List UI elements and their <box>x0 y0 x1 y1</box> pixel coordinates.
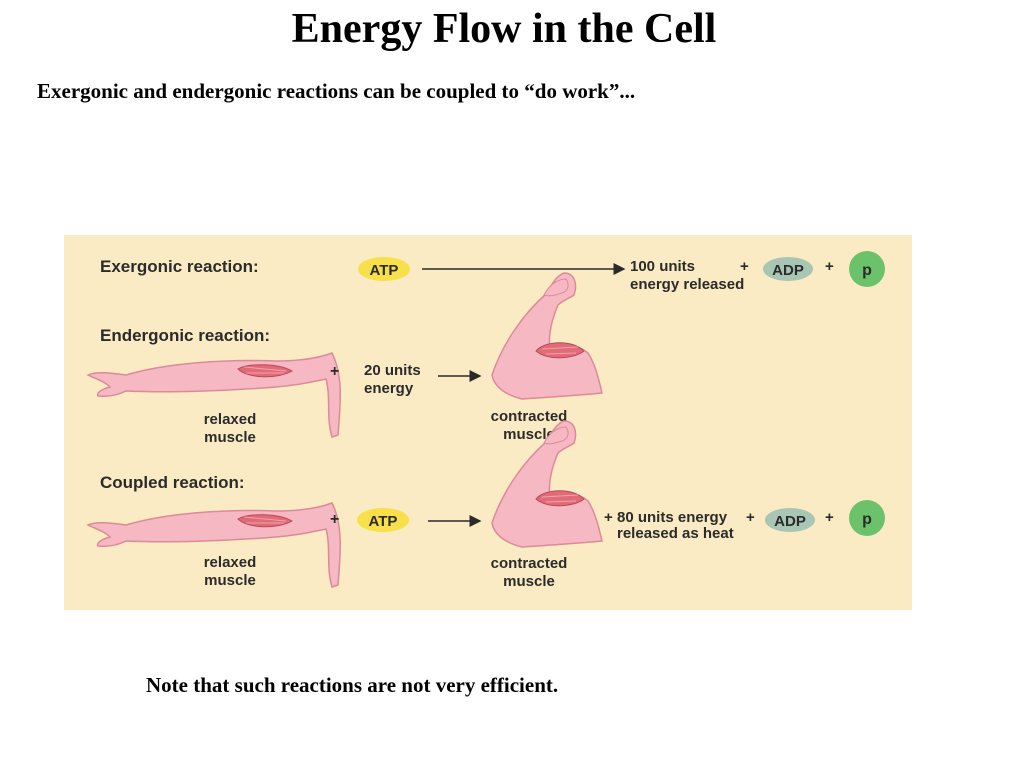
exergonic-phosphate-circle: p <box>849 251 885 287</box>
slide-subtitle: Exergonic and endergonic reactions can b… <box>37 79 636 103</box>
heat-released-line2: released as heat <box>617 525 734 542</box>
plus-sign: + <box>825 258 834 275</box>
contracted-muscle-line2: muscle <box>503 573 555 590</box>
plus-sign: + <box>746 509 755 526</box>
phosphate-label: p <box>862 262 872 279</box>
relaxed-muscle-line2: muscle <box>204 572 256 589</box>
twenty-units-line1: 20 units <box>364 362 421 379</box>
reaction-diagram-panel: Exergonic reaction: ATP 100 units energy… <box>64 235 912 610</box>
contracted-muscle-line1: contracted <box>491 555 568 572</box>
exergonic-adp-pill: ADP <box>763 257 813 281</box>
endergonic-heading: Endergonic reaction: <box>100 326 270 345</box>
relaxed-muscle-line1: relaxed <box>204 411 257 428</box>
coupled-adp-pill: ADP <box>765 508 815 532</box>
reaction-diagram: Exergonic reaction: ATP 100 units energy… <box>87 251 885 590</box>
phosphate-label: p <box>862 511 872 528</box>
contracted-arm-illustration <box>491 272 603 400</box>
energy-released-line1: 100 units <box>630 258 695 275</box>
heat-released-line1: 80 units energy <box>617 509 728 526</box>
plus-sign: + <box>740 258 749 275</box>
atp-label: ATP <box>369 513 398 530</box>
coupled-heading: Coupled reaction: <box>100 473 245 492</box>
plus-sign: + <box>825 509 834 526</box>
energy-released-line2: energy released <box>630 276 744 293</box>
exergonic-atp-pill: ATP <box>358 257 410 281</box>
coupled-phosphate-circle: p <box>849 500 885 536</box>
adp-label: ADP <box>772 262 804 279</box>
efficiency-note: Note that such reactions are not very ef… <box>146 673 559 697</box>
adp-label: ADP <box>774 513 806 530</box>
plus-sign: + <box>330 511 339 528</box>
relaxed-muscle-line2: muscle <box>204 429 256 446</box>
plus-sign: + <box>604 509 613 526</box>
coupled-atp-pill: ATP <box>357 508 409 532</box>
contracted-muscle-line2: muscle <box>503 426 555 443</box>
relaxed-muscle-line1: relaxed <box>204 554 257 571</box>
exergonic-heading: Exergonic reaction: <box>100 257 259 276</box>
plus-sign: + <box>330 363 339 380</box>
slide-title: Energy Flow in the Cell <box>291 6 717 52</box>
atp-label: ATP <box>370 262 399 279</box>
contracted-muscle-line1: contracted <box>491 408 568 425</box>
twenty-units-line2: energy <box>364 380 414 397</box>
